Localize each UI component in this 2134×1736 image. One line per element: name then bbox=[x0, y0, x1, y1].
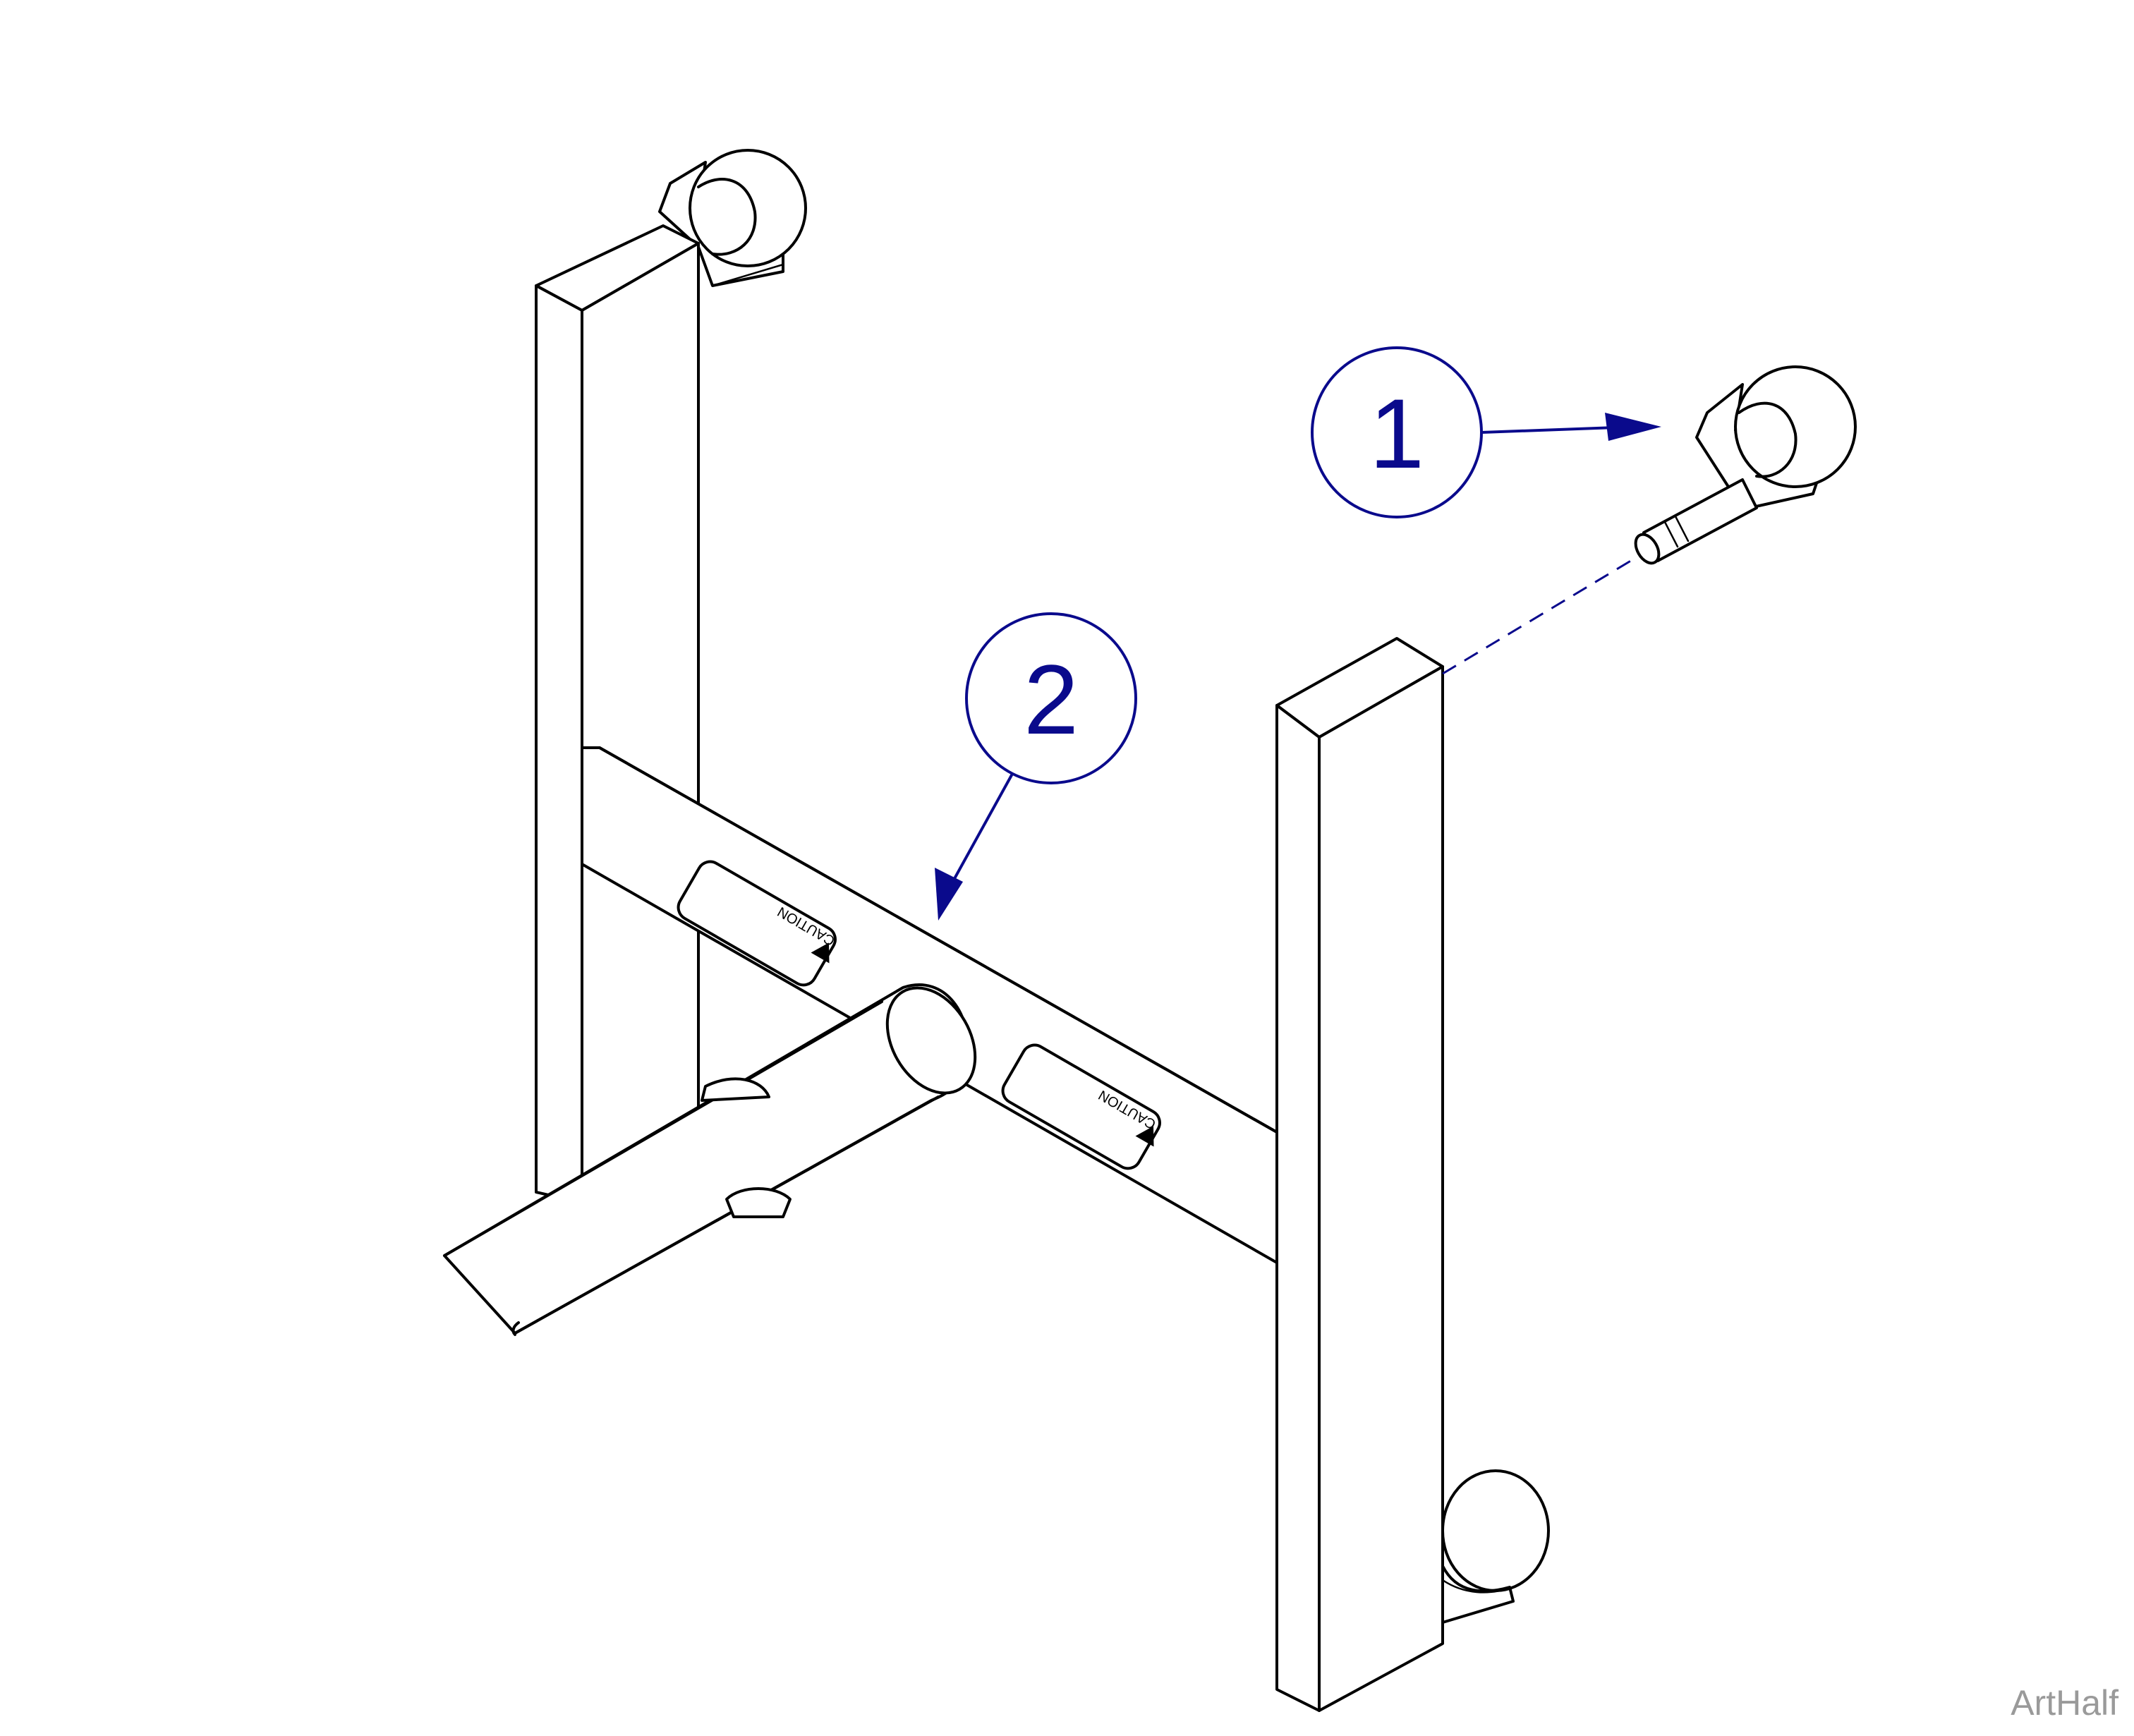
cylindrical-tube bbox=[443, 983, 977, 1336]
front-right-leg bbox=[1275, 637, 1444, 1712]
front-right-caster bbox=[1441, 1469, 1550, 1624]
watermark-text: ArtHalf bbox=[2011, 1683, 2118, 1723]
callout-1: 1 bbox=[1311, 346, 1661, 518]
callout-2: 2 bbox=[935, 612, 1137, 921]
caution-label-2: CAUTION bbox=[1001, 1043, 1161, 1170]
back-left-caster bbox=[658, 149, 807, 287]
callout-2-number: 2 bbox=[1024, 644, 1079, 755]
installation-path-line bbox=[1442, 556, 1637, 675]
callout-1-number: 1 bbox=[1369, 378, 1424, 489]
back-left-leg bbox=[535, 224, 700, 1204]
caster-part-1 bbox=[1634, 365, 1857, 565]
